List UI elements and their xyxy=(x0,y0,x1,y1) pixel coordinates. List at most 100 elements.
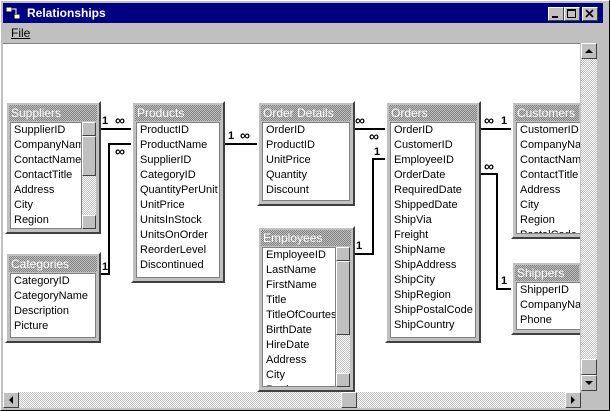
field-item[interactable]: CompanyName xyxy=(520,299,580,311)
menu-file[interactable]: File xyxy=(11,26,31,40)
field-item[interactable]: ShippedDate xyxy=(394,199,458,211)
close-button[interactable] xyxy=(582,7,598,21)
field-item[interactable]: QuantityPerUnit xyxy=(140,184,218,196)
field-item[interactable]: RequiredDate xyxy=(394,184,462,196)
field-item[interactable]: CategoryID xyxy=(14,275,70,287)
maximize-button[interactable] xyxy=(564,7,580,21)
field-item[interactable]: Discontinued xyxy=(140,259,204,271)
table-title[interactable]: Employees xyxy=(261,230,351,246)
field-item[interactable]: Description xyxy=(14,305,70,317)
field-item[interactable]: ShipAddress xyxy=(394,259,457,271)
scroll-down-button[interactable] xyxy=(82,215,96,229)
vertical-scrollbar[interactable] xyxy=(581,43,597,391)
field-item[interactable]: CompanyName xyxy=(520,139,580,151)
field-item[interactable]: Address xyxy=(14,184,55,196)
scroll-right-button[interactable] xyxy=(565,392,581,408)
field-item[interactable]: ContactName xyxy=(520,154,580,166)
table-customers[interactable]: Customers CustomerID CompanyNameContactNa… xyxy=(511,101,580,239)
field-item[interactable]: Discount xyxy=(266,184,309,196)
field-item[interactable]: Picture xyxy=(14,320,49,332)
scroll-down-button[interactable] xyxy=(336,373,350,387)
scroll-thumb[interactable] xyxy=(581,359,597,375)
field-item[interactable]: Title xyxy=(266,294,287,306)
field-item[interactable]: ShipVia xyxy=(394,214,432,226)
table-title[interactable]: Customers xyxy=(515,105,579,121)
field-item[interactable]: PostalCode xyxy=(517,228,580,233)
field-item[interactable]: FirstName xyxy=(266,279,317,291)
field-item[interactable]: Phone xyxy=(520,314,552,326)
field-item[interactable]: Region xyxy=(263,383,335,386)
field-item[interactable]: ContactTitle xyxy=(520,169,579,181)
field-item[interactable]: EmployeeID xyxy=(266,249,326,261)
field-item[interactable]: SupplierID xyxy=(140,154,192,166)
field-item[interactable]: ShipperID xyxy=(520,284,569,296)
table-shippers[interactable]: Shippers ShipperID CompanyNamePhone xyxy=(511,261,580,335)
field-item[interactable]: Region xyxy=(520,214,555,226)
table-title[interactable]: Suppliers xyxy=(9,105,97,121)
field-item[interactable]: Address xyxy=(266,354,307,366)
scroll-up-button[interactable] xyxy=(581,43,597,59)
minimize-button[interactable] xyxy=(548,7,564,21)
field-item[interactable]: CategoryID xyxy=(140,169,196,181)
field-item[interactable]: CustomerID xyxy=(394,139,453,151)
table-scrollbar[interactable] xyxy=(336,247,350,387)
field-item[interactable]: OrderID xyxy=(266,124,306,136)
field-item[interactable]: ShipName xyxy=(394,244,446,256)
field-item[interactable]: ProductName xyxy=(140,139,208,151)
table-title[interactable]: Orders xyxy=(389,105,477,121)
field-item[interactable]: HireDate xyxy=(266,339,310,351)
field-item[interactable]: ShipCountry xyxy=(394,319,455,331)
field-item[interactable]: ShipCity xyxy=(394,274,435,286)
field-item[interactable]: BirthDate xyxy=(266,324,312,336)
table-title[interactable]: Shippers xyxy=(515,265,579,281)
size-grip[interactable] xyxy=(581,392,597,408)
field-item[interactable]: OrderID xyxy=(394,124,434,136)
field-item[interactable]: ShipRegion xyxy=(394,289,451,301)
field-item[interactable]: ProductID xyxy=(266,139,315,151)
field-item[interactable]: ProductID xyxy=(140,124,189,136)
field-item[interactable]: EmployeeID xyxy=(394,154,454,166)
scroll-thumb[interactable] xyxy=(82,136,96,176)
field-item[interactable]: Address xyxy=(520,184,561,196)
field-item[interactable]: City xyxy=(14,199,33,211)
table-title[interactable]: Categories xyxy=(9,256,97,272)
field-item[interactable]: CompanyName xyxy=(14,139,81,151)
field-item[interactable]: UnitsInStock xyxy=(140,214,202,226)
scroll-thumb[interactable] xyxy=(336,261,350,335)
table-scrollbar[interactable] xyxy=(82,122,96,229)
scroll-up-button[interactable] xyxy=(82,122,96,136)
field-item[interactable]: CategoryName xyxy=(14,290,88,302)
table-title[interactable]: Products xyxy=(135,105,221,121)
field-item[interactable]: PostalCode xyxy=(11,228,81,229)
field-item[interactable]: OrderDate xyxy=(394,169,446,181)
scroll-thumb[interactable] xyxy=(341,392,357,408)
scroll-down-button[interactable] xyxy=(581,375,597,391)
field-item[interactable]: UnitPrice xyxy=(266,154,311,166)
field-item[interactable]: ShipPostalCode xyxy=(394,304,473,316)
field-item[interactable]: TitleOfCourtesy xyxy=(266,309,336,321)
field-item[interactable]: SupplierID xyxy=(14,124,66,136)
field-item[interactable]: CustomerID xyxy=(520,124,579,136)
relationships-canvas[interactable]: 1 ∞ 1 ∞ 1 ∞ ∞ ∞ 1 1 ∞ 1 ∞ 1 Suppliers Su… xyxy=(3,43,580,392)
title-bar[interactable]: Relationships xyxy=(3,3,603,23)
field-item[interactable]: UnitPrice xyxy=(140,199,185,211)
field-item[interactable]: LastName xyxy=(266,264,317,276)
field-item[interactable]: Region xyxy=(14,214,49,226)
field-item[interactable]: City xyxy=(266,369,285,381)
scroll-up-button[interactable] xyxy=(336,247,350,261)
horizontal-scrollbar[interactable] xyxy=(3,392,581,408)
table-title[interactable]: Order Details xyxy=(261,105,351,121)
scroll-left-button[interactable] xyxy=(3,392,19,408)
field-item[interactable]: UnitsOnOrder xyxy=(140,229,208,241)
field-item[interactable]: ContactName xyxy=(14,154,82,166)
table-suppliers[interactable]: Suppliers SupplierID CompanyNameContactNa… xyxy=(5,101,101,234)
table-orders[interactable]: Orders OrderID CustomerID EmployeeID OrderD… xyxy=(385,101,481,343)
field-item[interactable]: Quantity xyxy=(266,169,307,181)
field-item[interactable]: City xyxy=(520,199,539,211)
field-item[interactable]: ContactTitle xyxy=(14,169,73,181)
field-item[interactable]: Freight xyxy=(394,229,429,241)
field-item[interactable]: ReorderLevel xyxy=(140,244,207,256)
